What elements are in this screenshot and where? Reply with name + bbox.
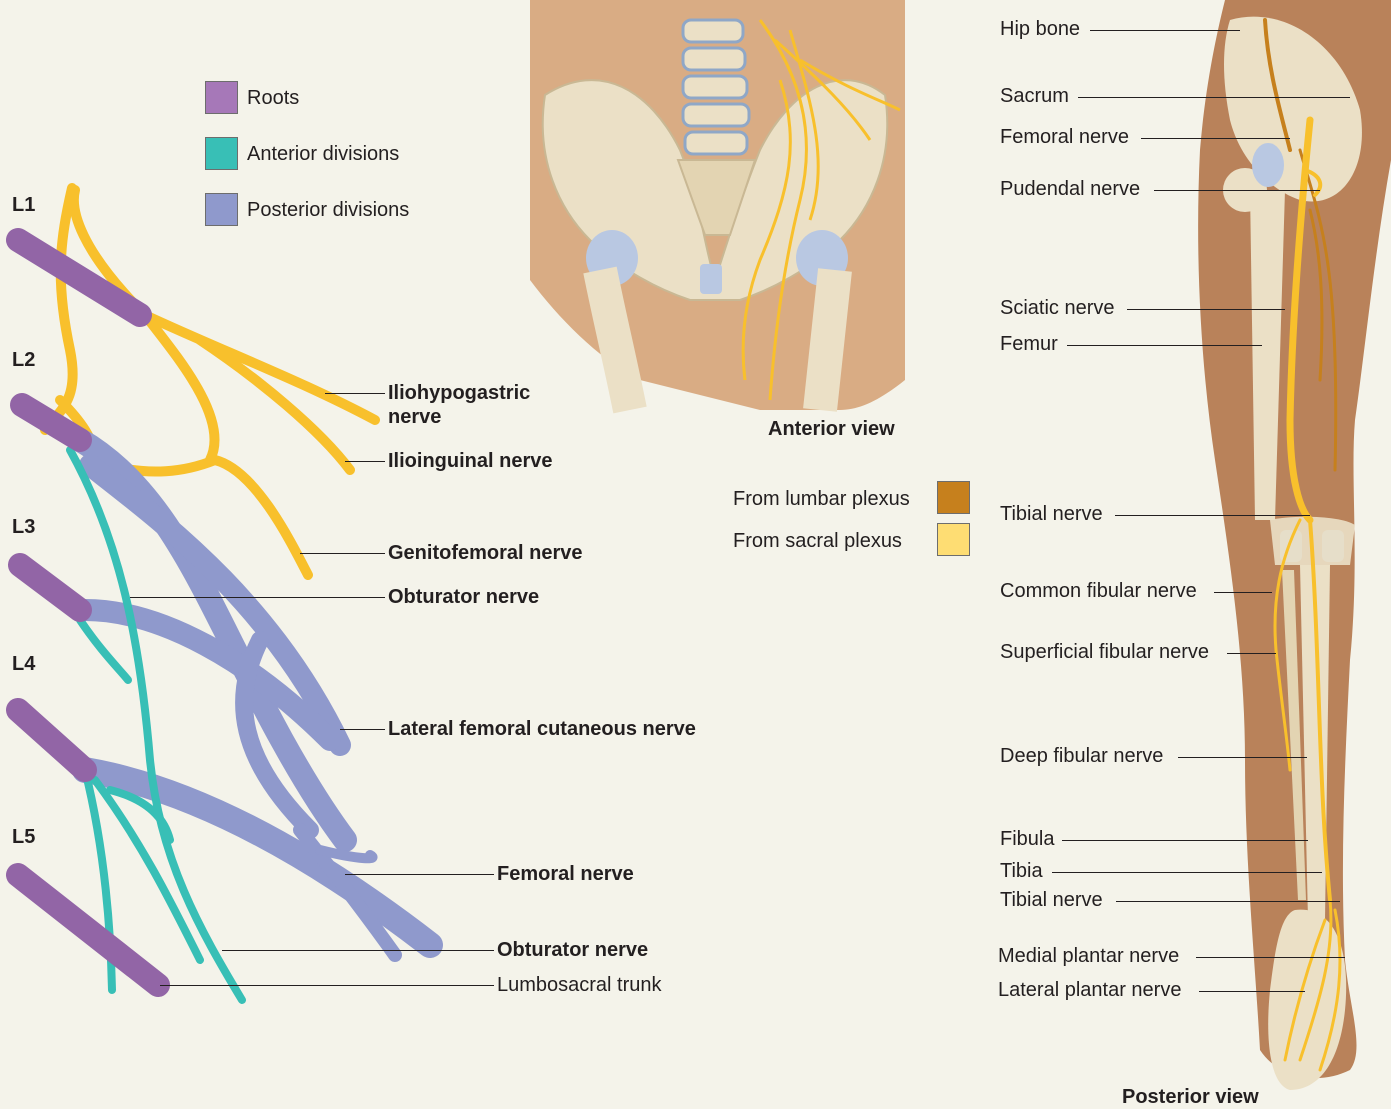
tibia-leader <box>1052 872 1322 873</box>
posterior-view-caption: Posterior view <box>1122 1086 1259 1108</box>
medial-plantar-leader <box>1196 957 1345 958</box>
sciatic-leader <box>1127 309 1285 310</box>
fibula-leader <box>1062 840 1308 841</box>
hip-bone-label: Hip bone <box>1000 18 1080 40</box>
fibula-label: Fibula <box>1000 828 1054 850</box>
superficial-fibular-nerve-label: Superficial fibular nerve <box>1000 641 1209 663</box>
sciatic-nerve-label: Sciatic nerve <box>1000 297 1115 319</box>
hip-bone-leader <box>1090 30 1240 31</box>
sacrum-leader <box>1078 97 1350 98</box>
common-fibular-leader <box>1214 592 1272 593</box>
tibial-nerve-lower-label: Tibial nerve <box>1000 889 1103 911</box>
deep-fibular-leader <box>1178 757 1307 758</box>
femoral-nerve-label: Femoral nerve <box>1000 126 1129 148</box>
tibial-nerve-upper-label: Tibial nerve <box>1000 503 1103 525</box>
tibial-lower-leader <box>1116 901 1340 902</box>
lateral-plantar-leader <box>1199 991 1305 992</box>
femur-label: Femur <box>1000 333 1058 355</box>
common-fibular-nerve-label: Common fibular nerve <box>1000 580 1197 602</box>
deep-fibular-nerve-label: Deep fibular nerve <box>1000 745 1163 767</box>
pudendal-nerve-label: Pudendal nerve <box>1000 178 1140 200</box>
femoral-nerve-leader <box>1141 138 1290 139</box>
femur-leader <box>1067 345 1262 346</box>
lateral-plantar-nerve-label: Lateral plantar nerve <box>998 979 1181 1001</box>
medial-plantar-nerve-label: Medial plantar nerve <box>998 945 1179 967</box>
pudendal-leader <box>1154 190 1320 191</box>
tibia-label: Tibia <box>1000 860 1043 882</box>
sacrum-label: Sacrum <box>1000 85 1069 107</box>
tibial-upper-leader <box>1115 515 1310 516</box>
superficial-fibular-leader <box>1227 653 1276 654</box>
